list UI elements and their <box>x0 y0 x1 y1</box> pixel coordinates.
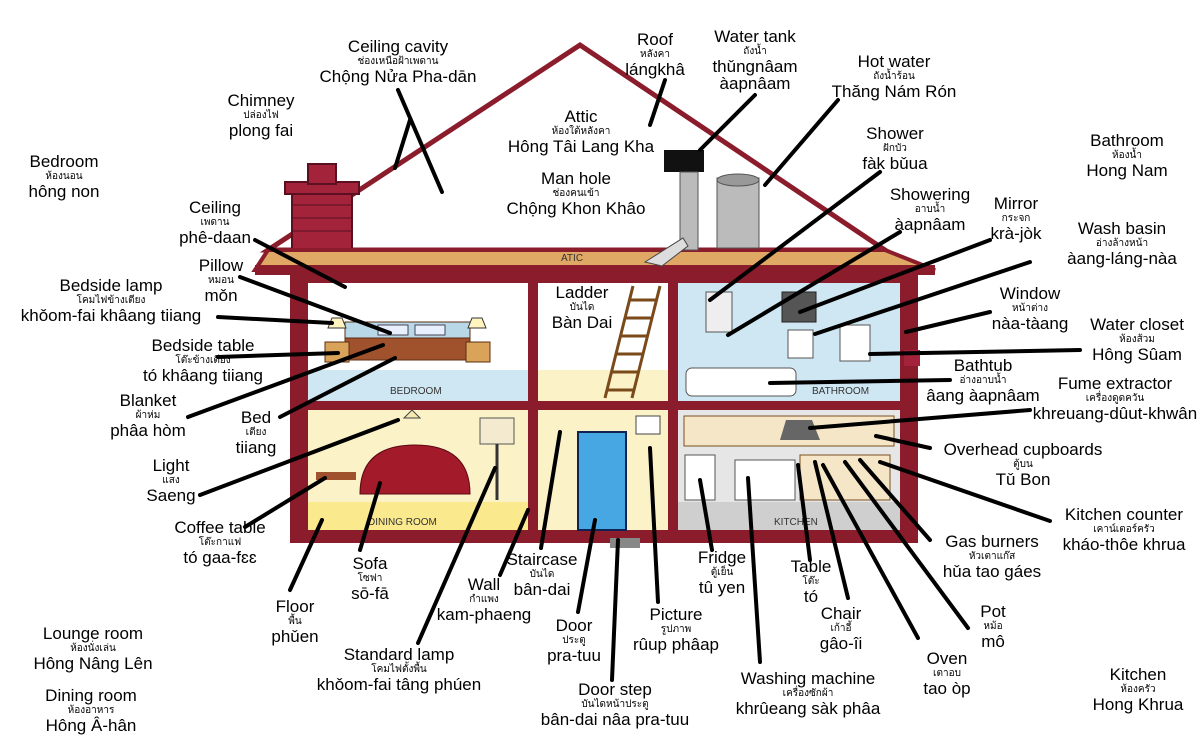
man-hole-hatch <box>643 237 689 267</box>
kitchen-room-label: KITCHEN <box>774 517 818 528</box>
toilet-shape <box>839 324 871 362</box>
bathtub-shape <box>685 367 797 397</box>
mirror-shape <box>781 291 817 323</box>
bedroom-room-label: BEDROOM <box>390 386 442 397</box>
bathroom-room-label: BATHROOM <box>812 386 870 397</box>
hot-water-tank-shape <box>716 177 760 249</box>
ladder-shape <box>603 285 662 399</box>
bed-shape <box>344 334 471 361</box>
door-shape <box>577 431 627 531</box>
fridge-shape <box>684 454 716 501</box>
door-step-shape <box>610 538 640 548</box>
water-tank-shape <box>664 150 704 172</box>
attic-room-label: ATIC <box>561 253 584 264</box>
dining-room-label: DINING ROOM <box>368 517 437 528</box>
shower-shape <box>705 291 733 333</box>
